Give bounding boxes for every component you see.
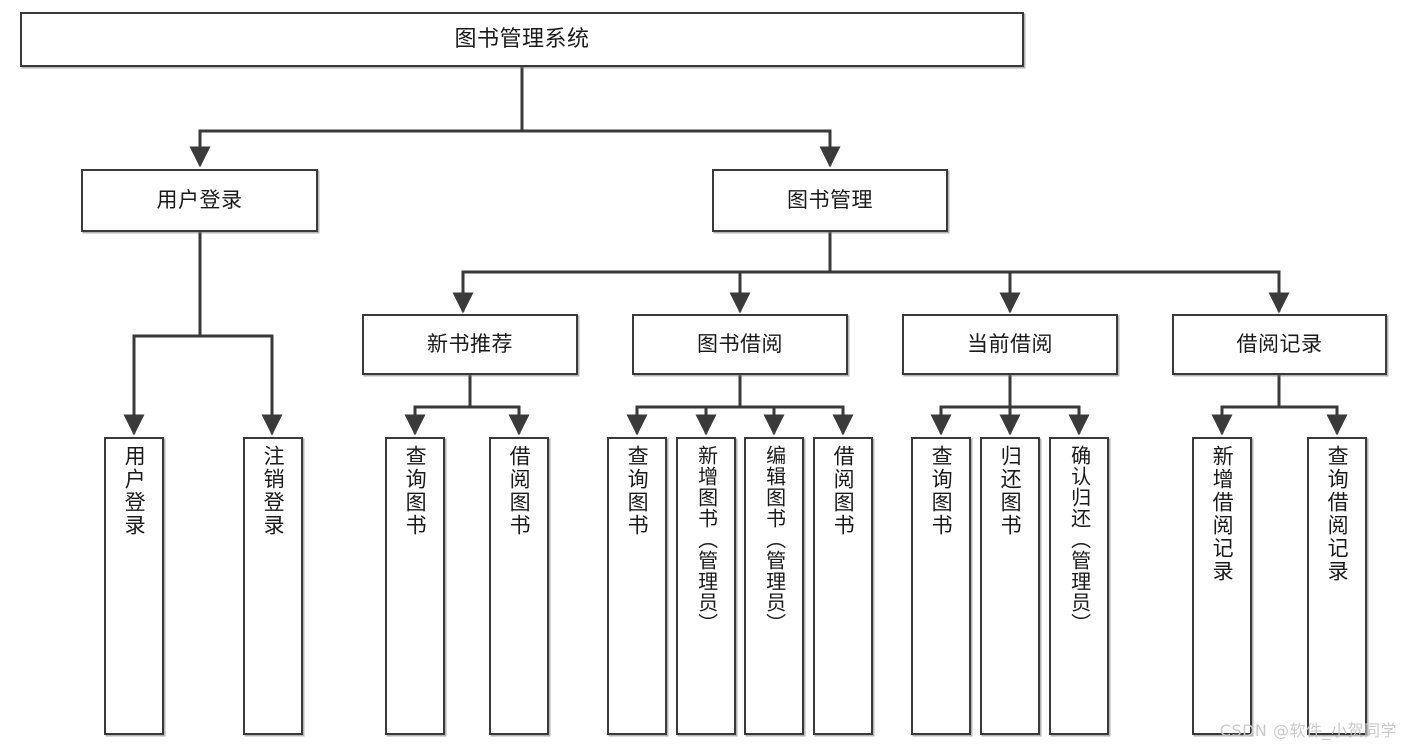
leaf-user-login[interactable]: 用户登录 xyxy=(104,437,164,735)
node-label: 编辑图书（管理员） xyxy=(762,445,787,634)
leaf-confirm-return[interactable]: 确认归还（管理员） xyxy=(1049,437,1109,735)
leaf-borrow-book-1[interactable]: 借阅图书 xyxy=(489,437,549,735)
node-label: 借阅记录 xyxy=(1236,332,1323,357)
node-label: 新增借阅记录 xyxy=(1210,445,1235,583)
node-label: 确认归还（管理员） xyxy=(1067,445,1092,634)
node-label: 注销登录 xyxy=(261,445,286,537)
node-user-login[interactable]: 用户登录 xyxy=(81,169,318,232)
leaf-query-book-3[interactable]: 查询图书 xyxy=(911,437,971,735)
leaf-add-record[interactable]: 新增借阅记录 xyxy=(1192,437,1252,735)
node-label: 图书管理 xyxy=(787,188,873,213)
node-label: 新书推荐 xyxy=(427,332,513,357)
node-label: 查询图书 xyxy=(403,445,428,537)
node-label: 图书管理系统 xyxy=(454,26,590,52)
csdn-watermark: CSDN @软件_小贺同学 xyxy=(1219,721,1397,740)
node-new-book-recommend[interactable]: 新书推荐 xyxy=(362,314,578,375)
node-label: 图书借阅 xyxy=(697,332,783,357)
leaf-query-book-2[interactable]: 查询图书 xyxy=(607,437,667,735)
node-label: 当前借阅 xyxy=(967,332,1053,357)
leaf-edit-book[interactable]: 编辑图书（管理员） xyxy=(744,437,804,735)
leaf-add-book[interactable]: 新增图书（管理员） xyxy=(676,437,736,735)
leaf-query-record[interactable]: 查询借阅记录 xyxy=(1307,437,1367,735)
node-label: 借阅图书 xyxy=(831,445,856,537)
leaf-logout-login[interactable]: 注销登录 xyxy=(243,437,303,735)
node-book-borrow[interactable]: 图书借阅 xyxy=(632,314,848,375)
node-label: 查询图书 xyxy=(625,445,650,537)
node-label: 新增图书（管理员） xyxy=(694,445,719,634)
node-root-book-management-system[interactable]: 图书管理系统 xyxy=(20,12,1024,67)
leaf-return-book[interactable]: 归还图书 xyxy=(980,437,1040,735)
node-label: 查询借阅记录 xyxy=(1325,445,1350,583)
leaf-borrow-book-2[interactable]: 借阅图书 xyxy=(813,437,873,735)
node-label: 借阅图书 xyxy=(507,445,532,537)
node-borrow-record[interactable]: 借阅记录 xyxy=(1172,314,1387,375)
node-book-management[interactable]: 图书管理 xyxy=(712,169,948,232)
node-label: 用户登录 xyxy=(122,445,147,537)
node-label: 用户登录 xyxy=(156,188,243,213)
node-label: 归还图书 xyxy=(998,445,1023,537)
leaf-query-book-1[interactable]: 查询图书 xyxy=(385,437,445,735)
node-current-borrow[interactable]: 当前借阅 xyxy=(902,314,1118,375)
node-label: 查询图书 xyxy=(929,445,954,537)
